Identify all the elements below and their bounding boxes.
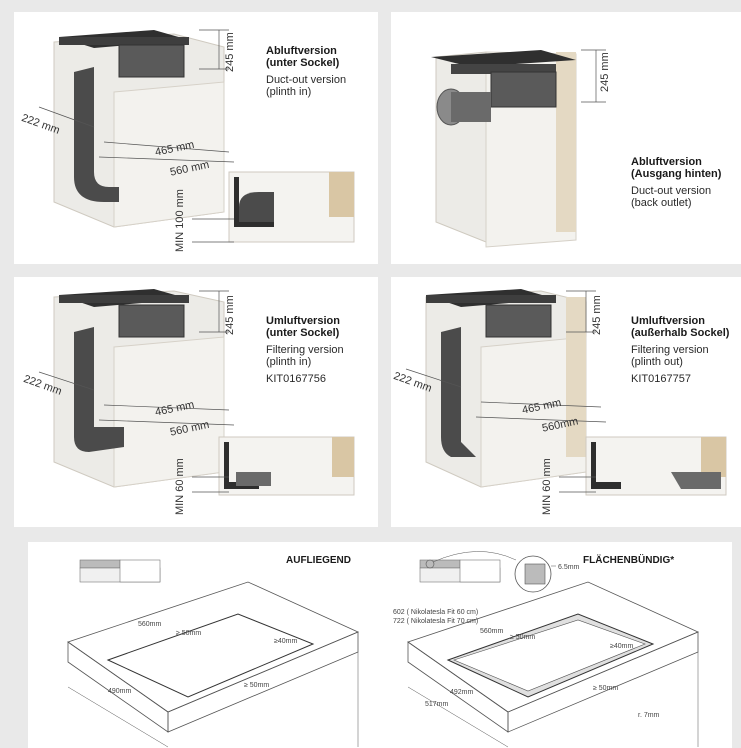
subtitle-de: (außerhalb Sockel) bbox=[631, 327, 730, 339]
title-de: Abluftversion bbox=[266, 45, 337, 57]
panel-cutout-dimensions: AUFLIEGEND FLÄCHENBÜNDIG* 560mm ≥ 50mm ≥… bbox=[28, 542, 732, 748]
subtitle-en: (back outlet) bbox=[631, 197, 692, 209]
dim-l-40: ≥40mm bbox=[274, 638, 298, 645]
subtitle-en: (plinth out) bbox=[631, 356, 683, 368]
dim-r-note1: 602 ( Nikolatesla Fit 60 cm) bbox=[393, 609, 479, 616]
subtitle-en: (plinth in) bbox=[266, 356, 312, 368]
dim-l-560: 560mm bbox=[138, 621, 162, 628]
title-flush-mounted: FLÄCHENBÜNDIG* bbox=[583, 555, 675, 566]
title-en: Filtering version bbox=[631, 344, 709, 356]
panel-duct-out-plinth-in: Abluftversion (unter Sockel) Duct-out ve… bbox=[14, 12, 378, 264]
cabinet-illustration bbox=[38, 29, 355, 243]
dim-r-492: 492mm bbox=[450, 689, 474, 696]
dim-r-50b: ≥ 50mm bbox=[593, 685, 619, 692]
subtitle-de: (Ausgang hinten) bbox=[631, 168, 722, 180]
title-de: Umluftversion bbox=[631, 315, 705, 327]
dim-r-65: 6.5mm bbox=[558, 564, 580, 571]
dim-l-490: 490mm bbox=[108, 688, 132, 695]
dim-r-40: ≥40mm bbox=[610, 643, 634, 650]
title-de: Umluftversion bbox=[266, 315, 340, 327]
kit-code: KIT0167757 bbox=[631, 373, 691, 385]
dim-min: MIN 60 mm bbox=[174, 458, 186, 515]
dim-min: MIN 100 mm bbox=[174, 189, 186, 252]
panel-duct-out-back-outlet: 245 mm Abluftversion (Ausgang hinten) Du… bbox=[391, 12, 741, 264]
dim-r-radius: r. 7mm bbox=[638, 712, 660, 719]
dim-min: MIN 60 mm bbox=[541, 458, 553, 515]
dim-l-50a: ≥ 50mm bbox=[176, 630, 202, 637]
dim-height: 245 mm bbox=[599, 52, 611, 92]
subtitle-en: (plinth in) bbox=[266, 86, 312, 98]
title-en: Duct-out version bbox=[266, 74, 347, 86]
dim-r-517: 517mm bbox=[425, 701, 449, 708]
cutout-drawings bbox=[67, 551, 699, 748]
dim-height: 245 mm bbox=[224, 32, 236, 72]
dim-r-note2: 722 ( Nikolatesla Fit 70 cm) bbox=[393, 618, 479, 625]
title-surface-mounted: AUFLIEGEND bbox=[286, 555, 351, 566]
cabinet-illustration bbox=[38, 289, 355, 496]
dim-r-50a: ≥ 50mm bbox=[510, 634, 536, 641]
dim-r-560: 560mm bbox=[480, 628, 504, 635]
dim-height: 245 mm bbox=[591, 295, 603, 335]
dim-height: 245 mm bbox=[224, 295, 236, 335]
dim-l-50b: ≥ 50mm bbox=[244, 682, 270, 689]
subtitle-de: (unter Sockel) bbox=[266, 327, 340, 339]
title-en: Filtering version bbox=[266, 344, 344, 356]
subtitle-de: (unter Sockel) bbox=[266, 57, 340, 69]
panel-filtering-plinth-in: Umluftversion (unter Sockel) Filtering v… bbox=[14, 277, 378, 527]
panel-filtering-plinth-out: Umluftversion (außerhalb Sockel) Filteri… bbox=[391, 277, 741, 527]
kit-code: KIT0167756 bbox=[266, 373, 326, 385]
cabinet-illustration bbox=[431, 49, 606, 248]
title-de: Abluftversion bbox=[631, 156, 702, 168]
cabinet-illustration bbox=[405, 289, 727, 496]
title-en: Duct-out version bbox=[631, 185, 712, 197]
